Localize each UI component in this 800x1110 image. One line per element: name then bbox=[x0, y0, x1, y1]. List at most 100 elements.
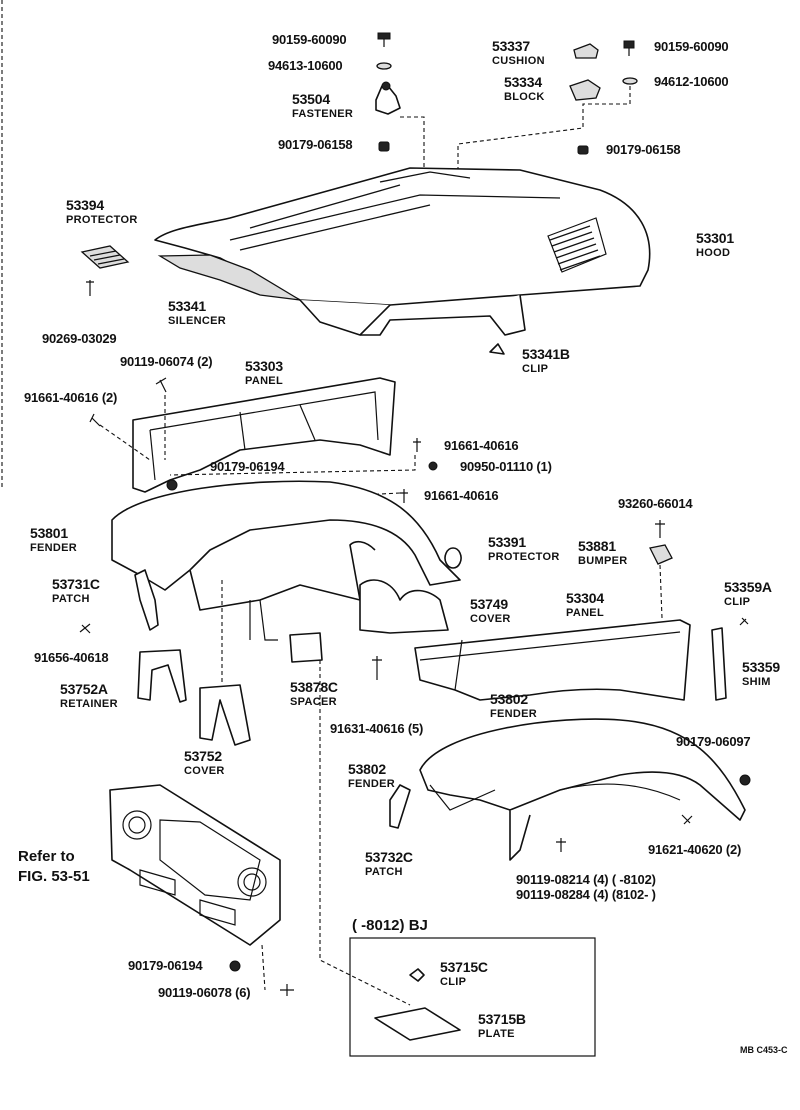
dash-panel-ref-shape bbox=[109, 784, 281, 946]
panel-53303-shape bbox=[132, 377, 396, 493]
label-53802-b-name: FENDER bbox=[348, 778, 396, 790]
block-dashes bbox=[457, 86, 631, 222]
label-53801-name: FENDER bbox=[30, 542, 78, 554]
protector-53394-shape bbox=[80, 245, 130, 269]
label-53341-number: 53341 bbox=[168, 298, 206, 314]
washer-94612 bbox=[622, 77, 638, 85]
spacer-53878c-shape bbox=[289, 632, 323, 663]
label-53749-number: 53749 bbox=[470, 596, 508, 612]
plate-53715b-shape bbox=[374, 1007, 461, 1041]
silencer-53341-shape bbox=[157, 254, 301, 301]
label-53715b-name: PLATE bbox=[478, 1028, 515, 1040]
screw-93260 bbox=[655, 520, 665, 538]
inset-box bbox=[349, 937, 596, 1057]
label-53394-name: PROTECTOR bbox=[66, 214, 138, 226]
nut-90179-a bbox=[378, 141, 390, 152]
label-53303-number: 53303 bbox=[245, 358, 283, 374]
label-53304-name: PANEL bbox=[566, 607, 604, 619]
patch-53732c-shape bbox=[389, 784, 411, 829]
label-53802-a-number: 53802 bbox=[490, 691, 528, 707]
clip-90269 bbox=[86, 280, 94, 296]
label-53359a-number: 53359A bbox=[724, 579, 772, 595]
label-90179-06158-a: 90179-06158 bbox=[278, 137, 353, 152]
label-90179-06097: 90179-06097 bbox=[676, 734, 751, 749]
refer-to-label: Refer to bbox=[18, 848, 75, 865]
label-53715c-number: 53715C bbox=[440, 959, 488, 975]
label-93260-66014: 93260-66014 bbox=[618, 496, 693, 511]
patch-53731c-shape bbox=[134, 569, 159, 631]
hood-53301-shape bbox=[154, 167, 651, 336]
label-53752-name: COVER bbox=[184, 765, 225, 777]
label-90119-08284: 90119-08284 (4) (8102- ) bbox=[516, 887, 656, 902]
label-53359-name: SHIM bbox=[742, 676, 771, 688]
label-94613-10600: 94613-10600 bbox=[268, 58, 343, 73]
bumper-53881-shape bbox=[649, 544, 673, 565]
nut-90179-b bbox=[577, 145, 589, 155]
label-53881-number: 53881 bbox=[578, 538, 616, 554]
cover-53752-shape bbox=[199, 684, 251, 746]
label-53337-name: CUSHION bbox=[492, 55, 545, 67]
label-90179-06194-b: 90179-06194 bbox=[128, 958, 203, 973]
bolt-91661-b bbox=[400, 489, 408, 503]
bumper-dashes bbox=[659, 564, 663, 619]
label-53752-number: 53752 bbox=[184, 748, 222, 764]
label-90269-03029: 90269-03029 bbox=[42, 331, 117, 346]
bolt-90119-06074 bbox=[155, 377, 167, 393]
label-53878c-name: SPACER bbox=[290, 696, 337, 708]
label-53715c-name: CLIP bbox=[440, 976, 467, 988]
nut-90179-06097 bbox=[739, 774, 751, 786]
label-53802-b-number: 53802 bbox=[348, 761, 386, 777]
bolt-91661-2 bbox=[89, 413, 101, 427]
protector-53394-stripes bbox=[89, 250, 125, 265]
label-90119-06078: 90119-06078 (6) bbox=[158, 985, 251, 1000]
label-53802-a-name: FENDER bbox=[490, 708, 538, 720]
label-53304-number: 53304 bbox=[566, 590, 604, 606]
label-91661-40616-a: 91661-40616 bbox=[444, 438, 519, 453]
label-53359a-name: CLIP bbox=[724, 596, 751, 608]
clip-53715c-shape bbox=[409, 968, 425, 982]
label-90950-01110: 90950-01110 (1) bbox=[460, 459, 552, 474]
label-53334-name: BLOCK bbox=[504, 91, 545, 103]
label-53301-name: HOOD bbox=[696, 247, 731, 259]
label-53801-number: 53801 bbox=[30, 525, 68, 541]
label-91631-40616: 91631-40616 (5) bbox=[330, 721, 424, 736]
panel-53304-shape bbox=[414, 619, 691, 701]
bolt-91661-a bbox=[413, 438, 421, 452]
nut-90179-06194-b bbox=[229, 960, 241, 972]
washer-90950 bbox=[428, 461, 438, 471]
label-90179-06194-a: 90179-06194 bbox=[210, 459, 285, 474]
label-53504-number: 53504 bbox=[292, 91, 330, 107]
label-53881-name: BUMPER bbox=[578, 555, 628, 567]
label-53391-number: 53391 bbox=[488, 534, 526, 550]
panel-dashes bbox=[99, 395, 416, 476]
shim-53359-shape bbox=[711, 627, 727, 701]
label-53731c-number: 53731C bbox=[52, 576, 100, 592]
screw-90159-b bbox=[623, 40, 635, 56]
clip-53359a-shape bbox=[739, 617, 749, 626]
label-53732c-number: 53732C bbox=[365, 849, 413, 865]
clip-53341b bbox=[489, 343, 505, 355]
label-90159-60090-a: 90159-60090 bbox=[272, 32, 347, 47]
washer-94613 bbox=[376, 62, 392, 70]
fastener-53504-shape bbox=[375, 81, 401, 115]
bolt-91631 bbox=[372, 656, 382, 680]
fender-53802-shape bbox=[419, 718, 746, 861]
nut-90179-06194-a bbox=[166, 479, 178, 491]
